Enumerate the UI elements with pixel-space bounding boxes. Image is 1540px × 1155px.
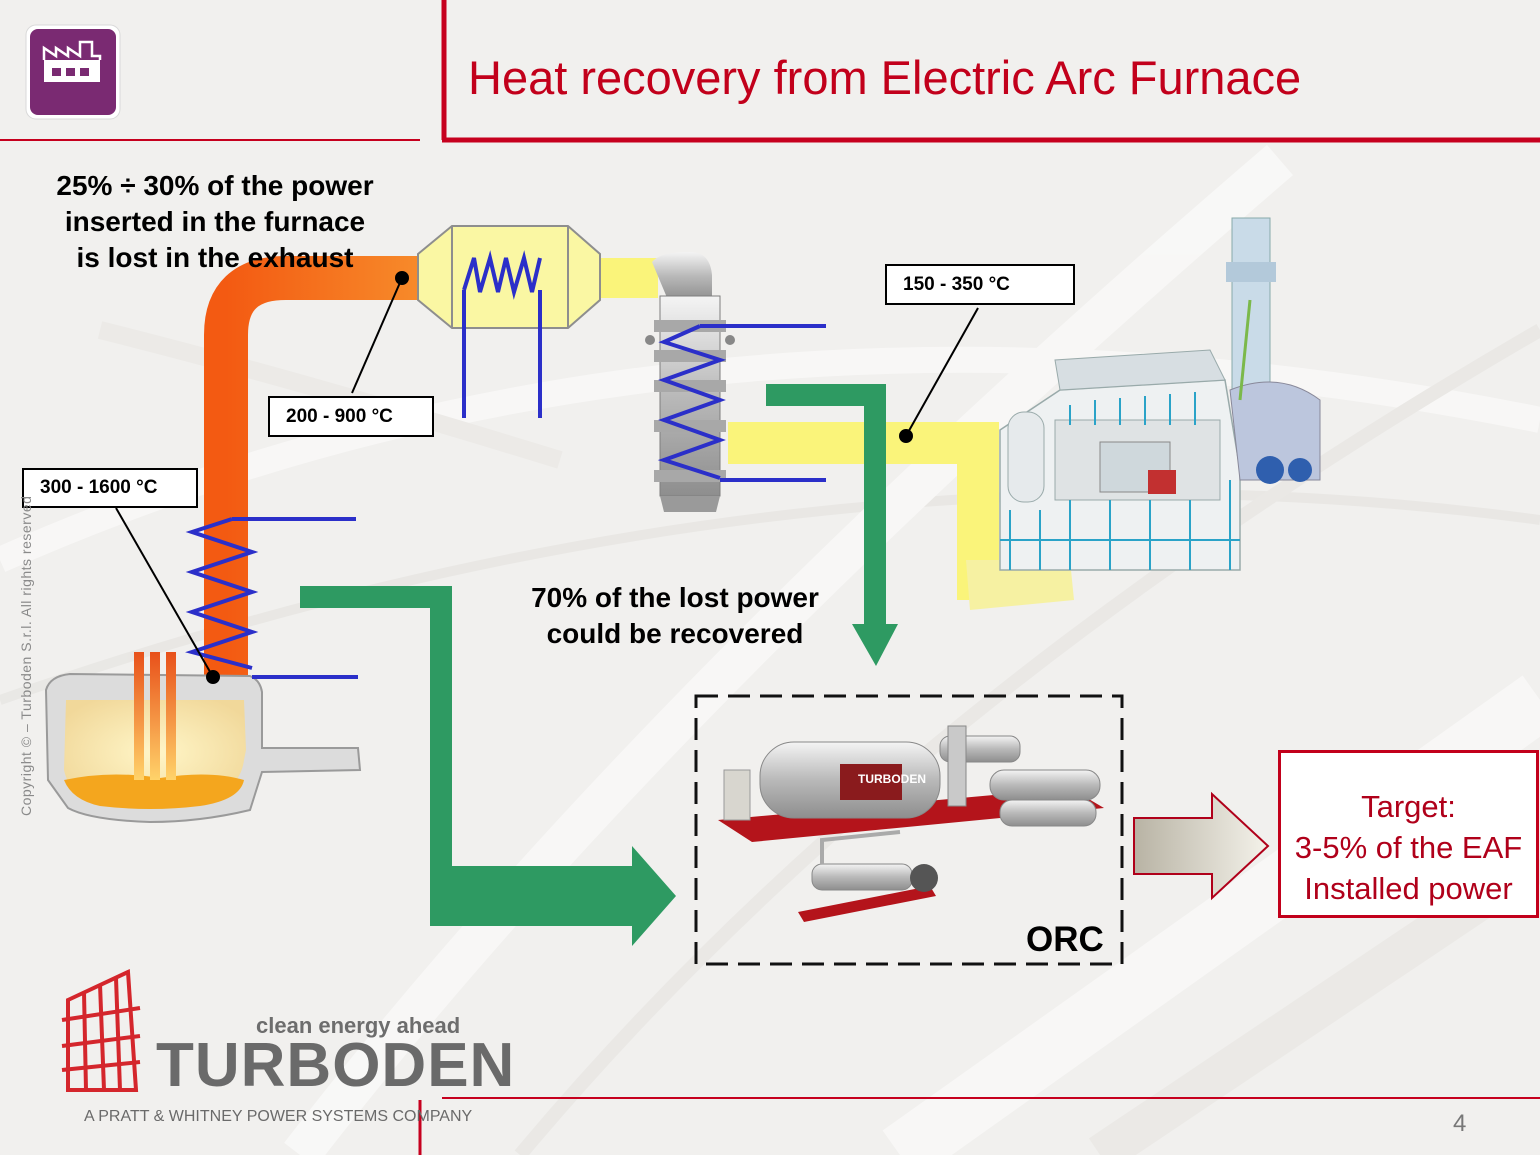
lost-power-line-2: inserted in the furnace <box>64 206 366 237</box>
target-line-1: Target: <box>1361 789 1456 824</box>
lost-power-text: 25% ÷ 30% of the power inserted in the f… <box>30 168 400 276</box>
arc-furnace <box>44 652 362 824</box>
footer-lines <box>418 1097 1540 1155</box>
copyright-notice: Copyright © – Turboden S.r.l. All rights… <box>18 495 34 816</box>
recoverable-line-1: 70% of the lost power <box>531 582 819 613</box>
header-frame <box>0 0 1540 143</box>
recoverable-power-text: 70% of the lost power could be recovered <box>500 580 850 652</box>
recovery-tower <box>645 252 735 512</box>
quench-coil <box>462 250 542 418</box>
turboden-logo-mark <box>61 968 141 1092</box>
brand-subline: A PRATT & WHITNEY POWER SYSTEMS COMPANY <box>84 1108 473 1125</box>
temp-label-exhaust: 150 - 350 °C <box>885 264 1075 305</box>
tower-coil <box>657 324 826 482</box>
hot-exhaust-duct <box>204 256 418 690</box>
target-box: Target: 3-5% of the EAF Installed power <box>1278 750 1539 918</box>
brand-tagline: clean energy ahead <box>256 1013 461 1038</box>
target-arrow <box>1133 791 1270 901</box>
target-line-3: Installed power <box>1304 871 1513 906</box>
orc-label: ORC <box>1026 920 1104 959</box>
page-title: Heat recovery from Electric Arc Furnace <box>468 51 1302 104</box>
orc-machine-brand: TURBODEN <box>858 772 926 786</box>
bag-filter-plant <box>999 217 1321 571</box>
heat-flow-arrows <box>300 384 898 946</box>
lost-power-line-3: is lost in the exhaust <box>76 242 354 273</box>
lost-power-line-1: 25% ÷ 30% of the power <box>56 170 374 201</box>
page-number: 4 <box>1453 1110 1467 1137</box>
factory-icon <box>25 24 121 120</box>
temp-label-duct: 200 - 900 °C <box>268 396 434 437</box>
callout-pointers <box>115 271 979 684</box>
orc-frame <box>694 694 1124 966</box>
furnace-coil <box>185 517 358 679</box>
cooled-gas-duct <box>598 258 1074 610</box>
temp-label-furnace: 300 - 1600 °C <box>22 468 198 508</box>
brand-name: TURBODEN <box>156 1031 516 1100</box>
recoverable-line-2: could be recovered <box>546 618 804 649</box>
orc-unit <box>718 725 1104 922</box>
target-line-2: 3-5% of the EAF <box>1294 830 1523 865</box>
